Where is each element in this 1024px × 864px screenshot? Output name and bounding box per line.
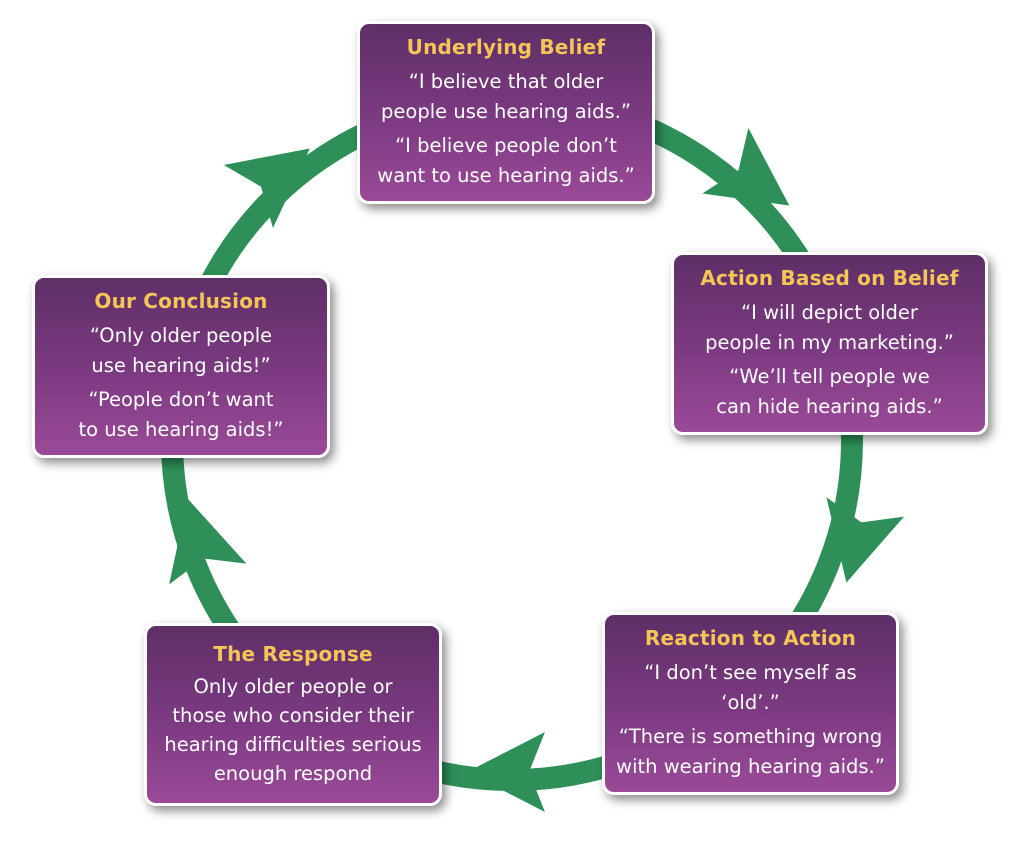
action-based-on-belief-quote-1: “I will depict older people in my market… (705, 300, 954, 354)
action-based-on-belief-box: Action Based on Belief “I will depict ol… (671, 252, 988, 435)
arrow-head-icon (223, 148, 310, 228)
the-response-title: The Response (213, 641, 373, 666)
the-response-text: Only older people or those who consider … (164, 674, 422, 785)
reaction-to-action-title: Reaction to Action (644, 625, 857, 650)
action-based-on-belief-quote-2: “We’ll tell people we can hide hearing a… (716, 364, 943, 418)
underlying-belief-title: Underlying Belief (406, 34, 606, 59)
arrow-head-icon (169, 498, 247, 585)
reaction-to-action-quote-1: “I don’t see myself as ‘old’.” (644, 660, 857, 714)
arrow-head-icon (702, 128, 790, 206)
reaction-to-action-quote-2: “There is something wrong with wearing h… (616, 724, 885, 778)
our-conclusion-box: Our Conclusion “Only older people use he… (32, 275, 330, 458)
arrow-head-icon (467, 732, 545, 812)
action-based-on-belief-title: Action Based on Belief (700, 265, 959, 290)
our-conclusion-title: Our Conclusion (94, 288, 268, 313)
reaction-to-action-box: Reaction to Action “I don’t see myself a… (602, 612, 899, 795)
arrow-head-icon (826, 497, 905, 583)
underlying-belief-box: Underlying Belief “I believe that older … (357, 21, 655, 204)
underlying-belief-quote-1: “I believe that older people use hearing… (381, 69, 631, 123)
the-response-box: The Response Only older people or those … (144, 623, 442, 806)
our-conclusion-quote-2: “People don’t want to use hearing aids!” (78, 387, 284, 441)
underlying-belief-quote-2: “I believe people don’t want to use hear… (377, 133, 635, 187)
our-conclusion-quote-1: “Only older people use hearing aids!” (89, 323, 273, 377)
